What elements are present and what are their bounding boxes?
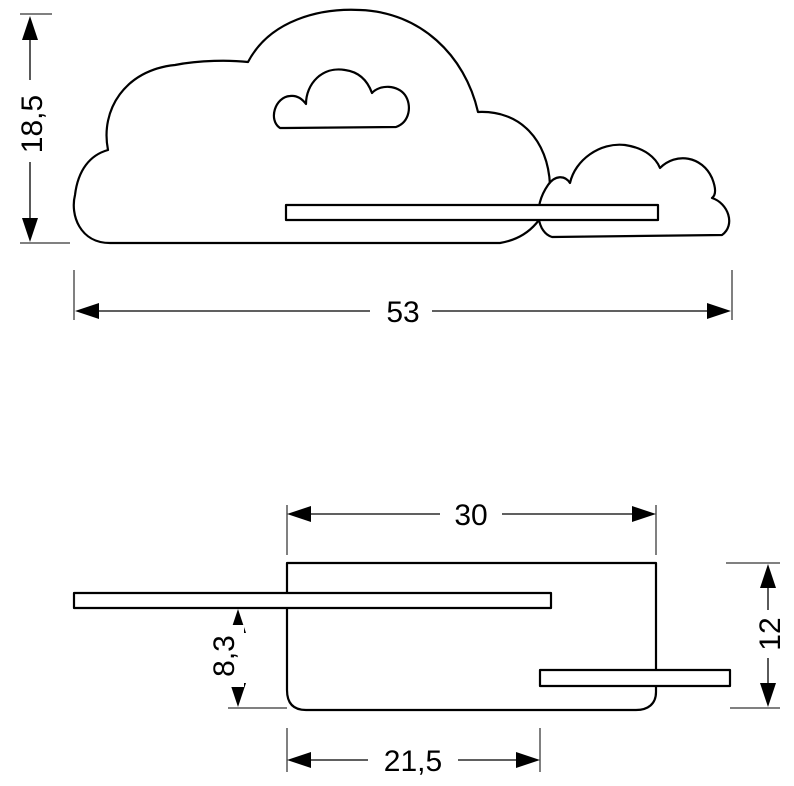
- dimension-width-top: 30: [286, 494, 657, 555]
- dimension-width-bottom: 21,5: [286, 728, 541, 780]
- dimension-label-width-top: 30: [454, 499, 487, 532]
- dimension-width-front: 53: [73, 270, 733, 330]
- dimension-label-width-bottom: 21,5: [384, 745, 442, 778]
- shelf-plank-front: [284, 203, 660, 222]
- arrow-right-icon: [516, 752, 540, 768]
- arrow-right-icon: [632, 506, 656, 522]
- dimension-height-front: 18,5: [12, 13, 70, 244]
- dimension-label-width-front: 53: [386, 296, 419, 329]
- box-outline: [285, 561, 658, 712]
- upper-plank: [72, 591, 553, 610]
- dimension-depth: 12: [726, 562, 787, 709]
- arrow-up-icon: [760, 564, 776, 588]
- arrow-up-icon: [22, 16, 38, 40]
- cloud-cutout: [272, 68, 411, 130]
- arrow-left-icon: [75, 303, 99, 319]
- arrow-left-icon: [287, 506, 311, 522]
- side-view: [72, 561, 732, 712]
- dimension-label-depth: 12: [754, 617, 787, 650]
- front-view: [72, 8, 731, 245]
- arrow-down-icon: [22, 218, 38, 242]
- dimension-label-height-front: 18,5: [16, 95, 49, 153]
- arrow-right-icon: [707, 303, 731, 319]
- dimension-label-shelf-height: 8,3: [208, 635, 241, 677]
- lower-plank: [538, 668, 732, 688]
- arrow-down-icon: [230, 683, 246, 707]
- dimension-shelf-height: 8,3: [200, 607, 287, 709]
- small-cloud-outline: [537, 143, 731, 239]
- arrow-down-icon: [760, 683, 776, 707]
- arrow-left-icon: [287, 752, 311, 768]
